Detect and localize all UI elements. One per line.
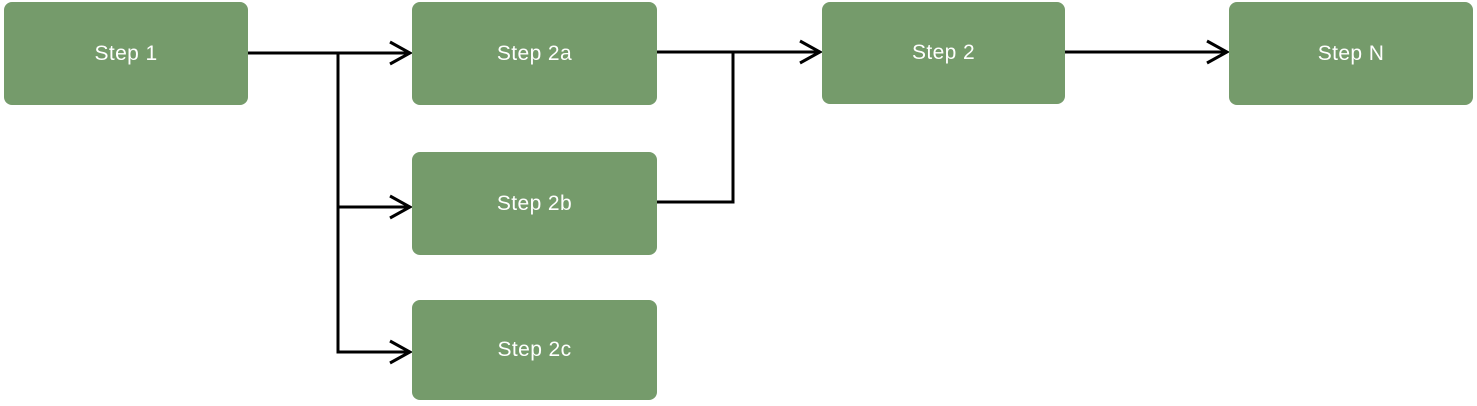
node-step1: Step 1: [4, 2, 248, 105]
node-step2a-label: Step 2a: [496, 41, 573, 65]
edge-step2b-to-step2: [657, 52, 735, 204]
node-step1-label: Step 1: [94, 41, 158, 65]
edge-step1-to-step2c: [336, 53, 410, 352]
node-step2c-label: Step 2c: [497, 338, 572, 361]
node-stepN: Step N: [1229, 2, 1473, 105]
node-step2a: Step 2a: [412, 2, 657, 105]
node-step2b-label: Step 2b: [496, 191, 573, 215]
node-stepN-label: Step N: [1317, 41, 1385, 65]
edge-step1-to-step2b: [336, 53, 410, 207]
node-step2: Step 2: [822, 2, 1065, 104]
node-step2c: Step 2c: [412, 300, 657, 400]
node-step2b: Step 2b: [412, 152, 657, 255]
node-step2-label: Step 2: [911, 41, 976, 64]
